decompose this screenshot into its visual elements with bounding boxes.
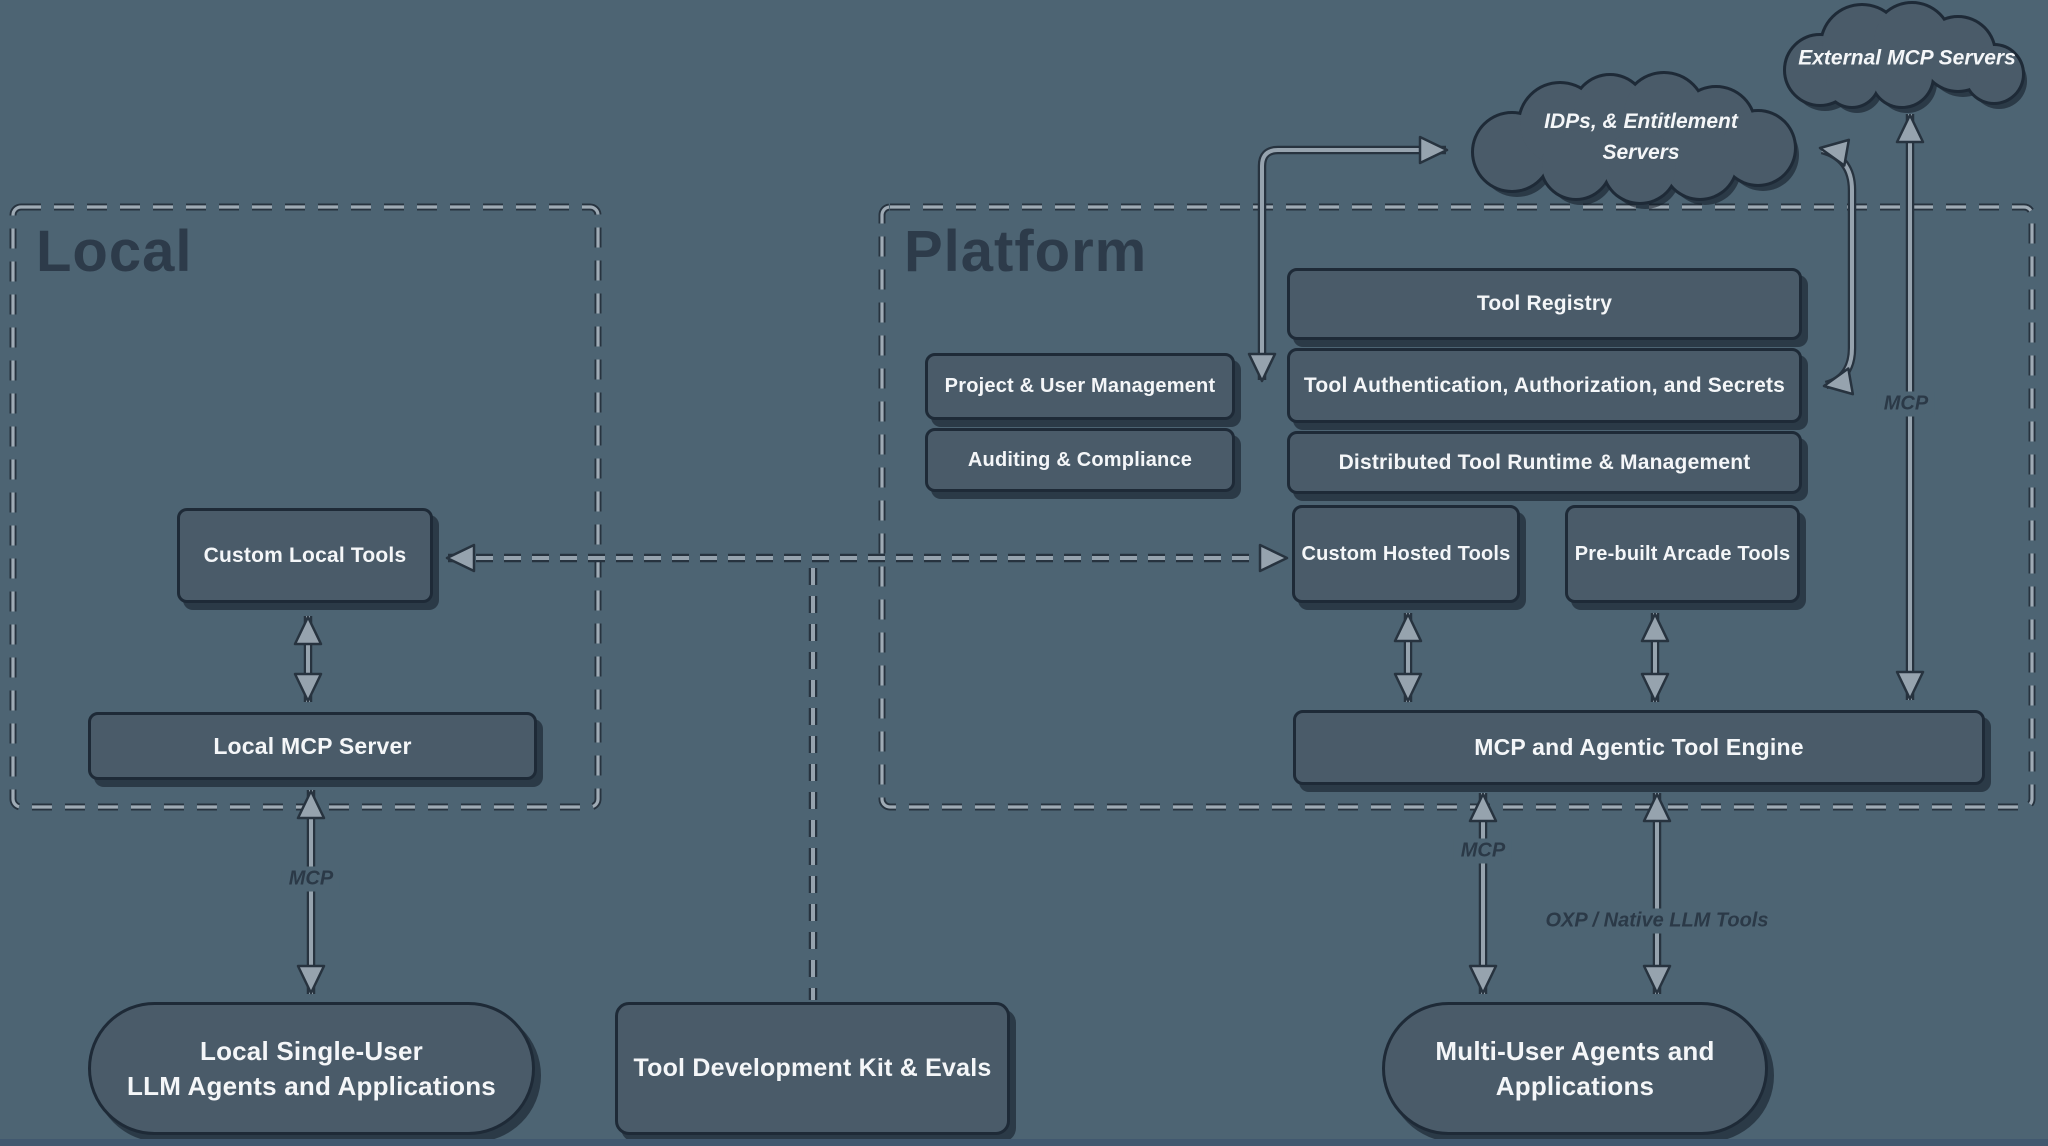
distributed-runtime-node: Distributed Tool Runtime & Management	[1287, 431, 1802, 494]
idps-label-line2: Servers	[1602, 141, 1680, 164]
idps-entitlement-label: IDPs, & Entitlement Servers	[1544, 106, 1738, 168]
custom-hosted-tools-node: Custom Hosted Tools	[1292, 505, 1520, 603]
tool-registry-node: Tool Registry	[1287, 268, 1802, 340]
tool-authentication-node: Tool Authentication, Authorization, and …	[1287, 348, 1802, 423]
idps-entitlement-cloud	[1471, 71, 1799, 209]
local-agents-line2: LLM Agents and Applications	[127, 1070, 496, 1101]
platform-region-border	[878, 203, 2036, 811]
edge-label-local-mcp: MCP	[281, 866, 341, 892]
external-mcp-servers-cloud	[1783, 1, 2027, 113]
arrow-layer	[293, 113, 1925, 1000]
tool-development-kit-node: Tool Development Kit & Evals	[615, 1002, 1010, 1135]
multi-user-agents-line1: Multi-User Agents and	[1435, 1035, 1715, 1066]
custom-local-tools-node: Custom Local Tools	[177, 508, 433, 603]
auditing-compliance-node: Auditing & Compliance	[925, 428, 1235, 492]
local-agents-line1: Local Single-User	[199, 1035, 424, 1066]
edge-label-multi-mcp: MCP	[1453, 838, 1513, 864]
prebuilt-arcade-tools-node: Pre-built Arcade Tools	[1565, 505, 1800, 603]
bottom-strip	[0, 1139, 2048, 1146]
idps-label-line1: IDPs, & Entitlement	[1544, 110, 1738, 133]
edge-label-oxp-native-llm-tools: OXP / Native LLM Tools	[1538, 908, 1776, 934]
local-agents-node: Local Single-User LLM Agents and Applica…	[88, 1002, 535, 1135]
platform-region-title: Platform	[904, 219, 1148, 284]
external-mcp-servers-label: External MCP Servers	[1798, 46, 2016, 70]
local-mcp-server-node: Local MCP Server	[88, 712, 537, 780]
mcp-agentic-tool-engine-node: MCP and Agentic Tool Engine	[1293, 710, 1985, 785]
edge-label-external-mcp: MCP	[1876, 391, 1936, 417]
local-region-title: Local	[36, 219, 193, 284]
multi-user-agents-node: Multi-User Agents and Applications	[1382, 1002, 1768, 1135]
multi-user-agents-line2: Applications	[1495, 1070, 1655, 1101]
project-user-management-node: Project & User Management	[925, 353, 1235, 420]
